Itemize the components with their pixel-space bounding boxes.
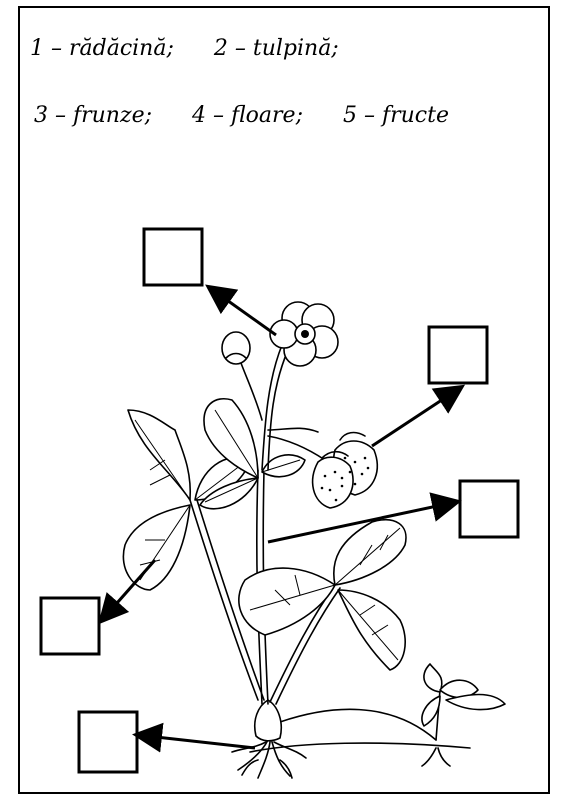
- arrow-to-fruits-box: [372, 388, 460, 446]
- answer-box-leaves: [41, 598, 99, 654]
- baby-plant: [422, 664, 505, 740]
- arrow-to-root-box: [138, 735, 255, 748]
- answer-box-root: [79, 712, 137, 772]
- ground-line: [250, 743, 470, 752]
- roots: [232, 740, 450, 778]
- plant-crown: [255, 700, 282, 741]
- strawberries: [313, 433, 378, 508]
- upper-leaf: [200, 399, 305, 509]
- flower: [270, 302, 338, 366]
- flower-bud: [222, 332, 250, 364]
- answer-box-stem: [460, 481, 518, 537]
- runner: [280, 709, 436, 740]
- answer-box-fruits: [429, 327, 487, 383]
- arrow-to-flower-box: [210, 288, 276, 335]
- answer-box-flower: [144, 229, 202, 285]
- bud-stalk: [238, 355, 262, 420]
